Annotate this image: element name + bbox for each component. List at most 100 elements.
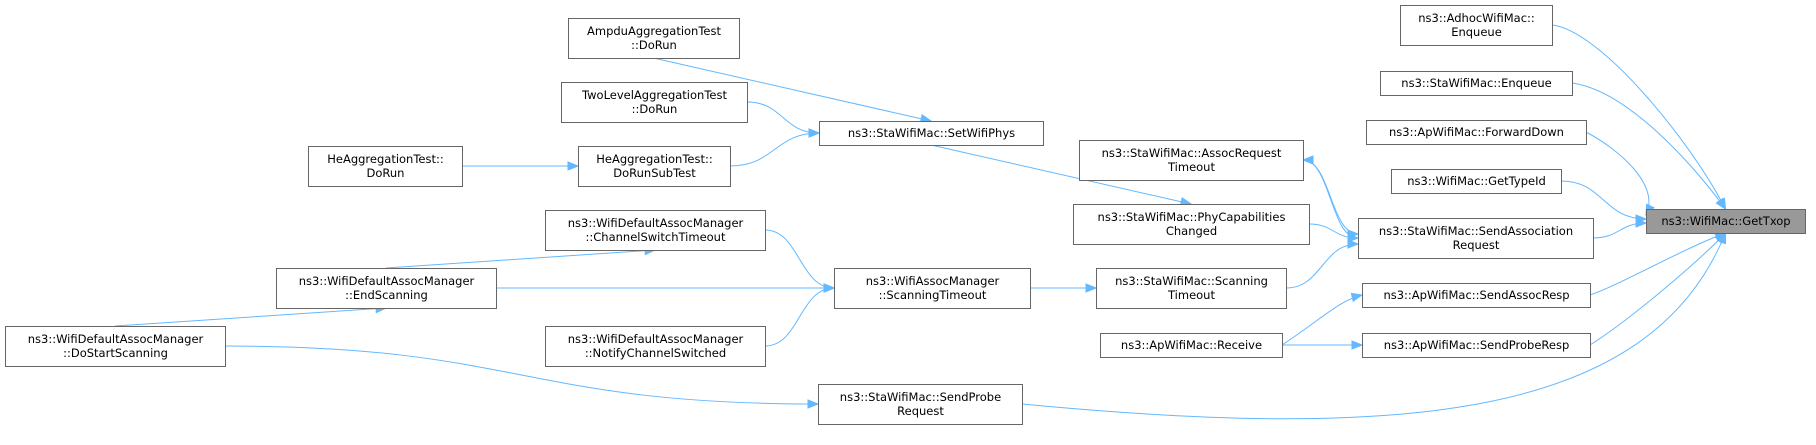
edge-line <box>1571 82 1726 210</box>
node-label: Request <box>1453 238 1500 252</box>
edge-arrowhead <box>1715 197 1727 211</box>
edge-arrowhead <box>807 399 820 409</box>
graph-node-he-dorun[interactable]: HeAggregationTest::DoRun <box>308 146 463 187</box>
edge-he_dorunsub-to-set_wifi_phys <box>729 128 821 167</box>
node-label: DoRun <box>367 166 405 180</box>
edge-ap_receive-to-ap_send_assoc_resp <box>1281 292 1364 346</box>
graph-node-default-do-start-scanning[interactable]: ns3::WifiDefaultAssocManager::DoStartSca… <box>5 326 226 367</box>
node-label: Timeout <box>1167 288 1215 302</box>
graph-node-set-wifi-phys[interactable]: ns3::StaWifiMac::SetWifiPhys <box>819 121 1044 146</box>
node-box <box>1646 209 1806 234</box>
node-box <box>1391 169 1562 194</box>
node-label: HeAggregationTest:: <box>596 152 713 166</box>
node-box <box>1362 333 1591 358</box>
graph-node-gettypeid[interactable]: ns3::WifiMac::GetTypeId <box>1391 169 1562 194</box>
edge-line <box>1589 232 1726 346</box>
edge-arrowhead <box>1347 233 1360 243</box>
edge-line <box>385 249 656 269</box>
node-label: ns3::WifiAssocManager <box>866 274 1000 288</box>
edge-arrowhead <box>567 161 580 171</box>
graph-node-ap-forwarddown[interactable]: ns3::ApWifiMac::ForwardDown <box>1366 120 1587 145</box>
graph-node-scanning-timeout-sta[interactable]: ns3::StaWifiMac::ScanningTimeout <box>1096 268 1287 309</box>
edge-line <box>114 307 387 327</box>
edge-arrowhead <box>823 283 836 293</box>
graph-node-adhoc-enqueue[interactable]: ns3::AdhocWifiMac::Enqueue <box>1400 5 1553 46</box>
graph-node-default-notify-channel-switched[interactable]: ns3::WifiDefaultAssocManager::NotifyChan… <box>545 326 766 367</box>
edge-line <box>930 144 1192 205</box>
edge-line <box>224 345 819 405</box>
node-label: ::NotifyChannelSwitched <box>585 346 726 360</box>
graph-node-gettxop[interactable]: ns3::WifiMac::GetTxop <box>1646 209 1806 234</box>
node-box <box>1358 218 1594 259</box>
graph-node-he-dorunsub[interactable]: HeAggregationTest::DoRunSubTest <box>578 146 731 187</box>
node-label: ns3::WifiMac::GetTxop <box>1661 214 1790 228</box>
node-label: ns3::WifiDefaultAssocManager <box>299 274 475 288</box>
edge-line <box>1551 24 1726 210</box>
edge-line <box>729 132 820 167</box>
graph-node-ap-send-assoc-resp[interactable]: ns3::ApWifiMac::SendAssocResp <box>1362 283 1591 308</box>
node-label: ns3::StaWifiMac::PhyCapabilities <box>1098 210 1286 224</box>
edge-send_assoc_req-to-gettxop <box>1592 218 1648 239</box>
edge-arrowhead <box>1717 231 1727 245</box>
edge-ap_send_assoc_resp-to-gettxop <box>1589 232 1727 296</box>
graph-node-default-channel-switch-timeout[interactable]: ns3::WifiDefaultAssocManager::ChannelSwi… <box>545 210 766 251</box>
edge-default_notify_channel_switched-to-assocmgr_scanning_timeout <box>764 283 836 347</box>
node-label: ns3::StaWifiMac::AssocRequest <box>1102 146 1282 160</box>
node-label: Timeout <box>1167 160 1215 174</box>
node-label: ::DoStartScanning <box>63 346 168 360</box>
edge-arrowhead <box>1347 239 1360 249</box>
node-box <box>545 210 766 251</box>
node-label: ::ChannelSwitchTimeout <box>586 230 726 244</box>
node-label: ns3::WifiDefaultAssocManager <box>28 332 204 346</box>
node-label: ns3::AdhocWifiMac:: <box>1418 11 1535 25</box>
graph-node-assocmgr-scanning-timeout[interactable]: ns3::WifiAssocManager::ScanningTimeout <box>834 268 1031 309</box>
node-label: Request <box>897 404 944 418</box>
node-label: ns3::ApWifiMac::SendAssocResp <box>1383 288 1569 302</box>
graph-node-twolevel-test[interactable]: TwoLevelAggregationTest::DoRun <box>561 82 748 123</box>
edge-line <box>1021 232 1726 420</box>
node-label: ns3::WifiDefaultAssocManager <box>568 332 744 346</box>
node-label: ::DoRun <box>631 38 677 52</box>
node-box <box>1380 71 1573 96</box>
node-label: ns3::StaWifiMac::SendAssociation <box>1379 224 1573 238</box>
edge-line <box>653 57 932 122</box>
node-label: ns3::ApWifiMac::Receive <box>1121 338 1262 352</box>
edge-arrowhead <box>1085 283 1098 293</box>
graph-node-ampdu-test[interactable]: AmpduAggregationTest::DoRun <box>568 18 740 59</box>
node-label: ::DoRun <box>632 102 678 116</box>
node-box <box>276 268 497 309</box>
node-label: ns3::WifiDefaultAssocManager <box>568 216 744 230</box>
node-box <box>1366 120 1587 145</box>
node-label: ns3::StaWifiMac::SendProbe <box>840 390 1001 404</box>
edge-ap_forwarddown-to-gettxop <box>1585 131 1655 217</box>
node-label: AmpduAggregationTest <box>587 24 721 38</box>
edge-arrowhead <box>808 128 821 138</box>
graph-node-default-end-scanning[interactable]: ns3::WifiDefaultAssocManager::EndScannin… <box>276 268 497 309</box>
node-label: ns3::ApWifiMac::ForwardDown <box>1389 125 1564 139</box>
node-box <box>1100 333 1283 358</box>
node-label: ::EndScanning <box>345 288 428 302</box>
graph-node-sta-enqueue[interactable]: ns3::StaWifiMac::Enqueue <box>1380 71 1573 96</box>
call-nodes: ns3::WifiMac::GetTxop ns3::AdhocWifiMac::… <box>5 5 1806 425</box>
edge-arrowhead <box>1635 218 1648 228</box>
node-box <box>308 146 463 187</box>
edge-default_end_scanning-to-assocmgr_scanning_timeout <box>496 283 836 293</box>
edge-twolevel_test-to-set_wifi_phys <box>746 101 821 138</box>
node-label: Changed <box>1166 224 1217 238</box>
node-box <box>1079 140 1304 181</box>
node-label: ns3::StaWifiMac::Enqueue <box>1401 76 1551 90</box>
node-label: Enqueue <box>1451 25 1502 39</box>
edge-gettypeid-to-gettxop <box>1560 180 1648 224</box>
edge-line <box>1285 243 1359 289</box>
graph-node-ap-receive[interactable]: ns3::ApWifiMac::Receive <box>1100 333 1283 358</box>
node-box <box>5 326 226 367</box>
edge-sta_enqueue-to-gettxop <box>1571 82 1727 211</box>
graph-node-ap-send-probe-resp[interactable]: ns3::ApWifiMac::SendProbeResp <box>1362 333 1591 358</box>
edge-line <box>1302 159 1359 239</box>
node-box <box>1400 5 1553 46</box>
edge-line <box>1585 131 1650 216</box>
